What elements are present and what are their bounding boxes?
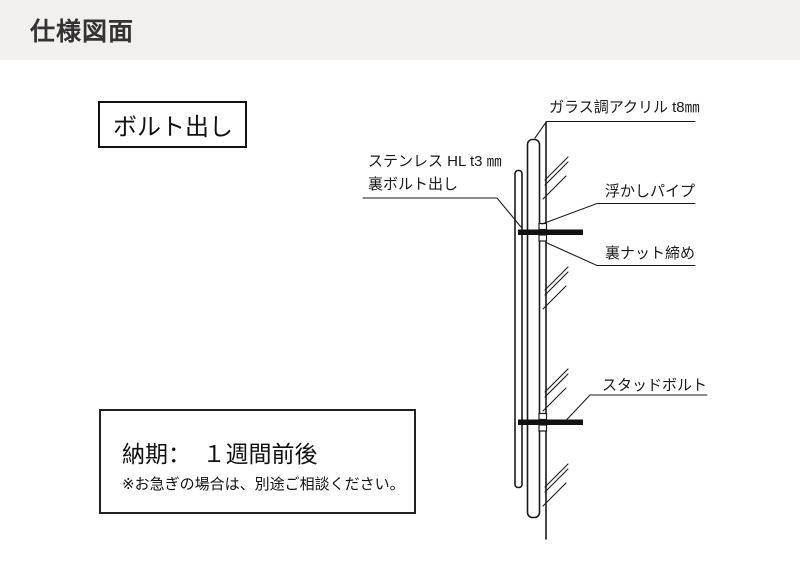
- label-stainless: ステンレス HL t3 ㎜ 裏ボルト出し: [368, 150, 502, 196]
- leader-stud-bolt: [564, 394, 708, 423]
- leader-pipe: [541, 202, 696, 225]
- page-header: 仕様図面: [0, 0, 800, 60]
- label-stainless-line1: ステンレス HL t3 ㎜: [368, 153, 502, 170]
- label-stud-bolt: スタッドボルト: [602, 377, 708, 394]
- delivery-note: ※お急ぎの場合は、別途ご相談ください。: [122, 476, 405, 493]
- stud-bolt-lower: [518, 419, 583, 425]
- label-pipe: 浮かしパイプ: [605, 183, 696, 200]
- page-title: 仕様図面: [30, 18, 135, 46]
- label-acrylic: ガラス調アクリル t8㎜: [549, 99, 700, 116]
- leader-stainless: [362, 197, 522, 228]
- stainless-plate: [514, 169, 523, 489]
- delivery-info-box: 納期： １週間前後 ※お急ぎの場合は、別途ご相談ください。: [99, 409, 416, 514]
- label-nut: 裏ナット締め: [605, 245, 696, 262]
- mounting-method-label: ボルト出し: [113, 114, 233, 141]
- leader-nut: [545, 241, 696, 267]
- mounting-method-box: ボルト出し: [98, 101, 247, 148]
- wall-hatch-marks: [542, 156, 569, 507]
- acrylic-panel: [526, 138, 541, 519]
- stud-bolt-upper: [518, 229, 583, 235]
- leader-acrylic: [534, 120, 696, 139]
- label-stainless-line2: 裏ボルト出し: [368, 176, 459, 193]
- spacer-pipe-lower: [538, 412, 548, 432]
- delivery-time: 納期： １週間前後: [122, 441, 318, 467]
